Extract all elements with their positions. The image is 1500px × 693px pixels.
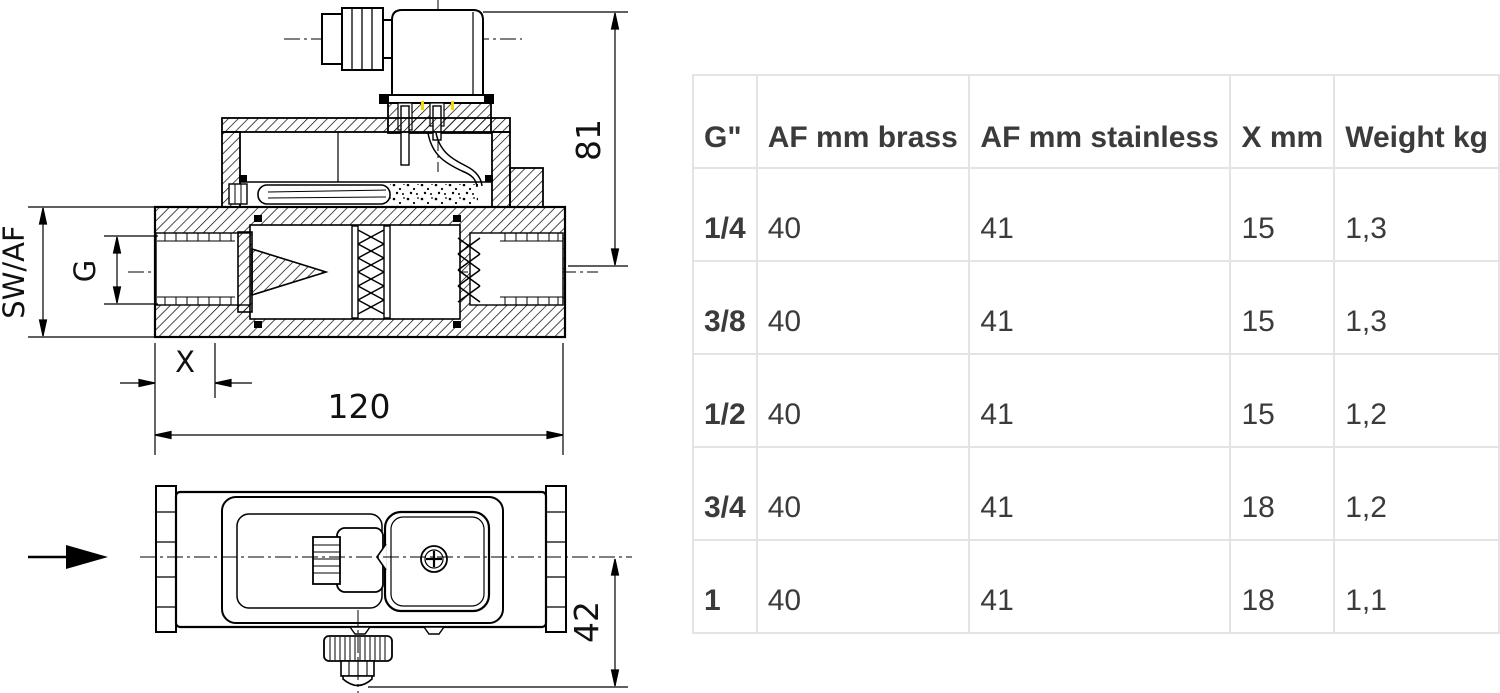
armature [257,184,391,205]
plug-top-view [312,527,384,593]
cell-g: 3/8 [692,260,758,355]
table-row: 3/4 40 41 18 1,2 [692,446,1500,541]
header-af-brass: AF mm brass [755,74,971,169]
coil-wire [435,132,483,187]
cell-af-stainless: 41 [968,353,1232,448]
cell-x-mm: 15 [1229,353,1336,448]
flow-direction-arrow-icon [28,545,108,569]
cell-g: 1/2 [692,353,758,448]
cell-af-brass: 40 [755,167,971,262]
table-row: 1/4 40 41 15 1,3 [692,167,1500,262]
cell-weight: 1,2 [1333,353,1500,448]
bottom-view: 42 [28,485,632,693]
knurled-knob [323,635,393,687]
cable-gland [321,7,393,71]
table-header-row: G" AF mm brass AF mm stainless X mm Weig… [692,74,1500,169]
header-af-stainless: AF mm stainless [968,74,1232,169]
coil-wire [427,132,478,188]
cell-af-stainless: 41 [968,167,1232,262]
pin-highlight [421,101,424,110]
screw-icon [420,545,448,573]
solenoid-housing [221,117,544,208]
cell-af-stainless: 41 [968,539,1232,634]
dimension-81: 81 [483,11,628,267]
dimension-x: X [120,343,252,398]
cell-af-brass: 40 [755,539,971,634]
dimension-sw-af: SW/AF [0,206,156,338]
header-x-mm: X mm [1229,74,1336,169]
valve-technical-drawing: 81 SW/AF G [0,0,632,693]
mounting-tab [348,626,372,635]
potting-area [390,184,478,206]
table-row: 3/8 40 41 15 1,3 [692,260,1500,355]
table-row: 1 40 41 18 1,1 [692,539,1500,634]
dim-label-g: G [68,260,102,282]
connector-plug [379,9,494,104]
dim-label-sw-af: SW/AF [0,225,31,318]
cell-weight: 1,3 [1333,260,1500,355]
table-row: 1/2 40 41 15 1,2 [692,353,1500,448]
cell-x-mm: 15 [1229,167,1336,262]
spec-table: G" AF mm brass AF mm stainless X mm Weig… [692,74,1500,634]
cell-g: 1/4 [692,167,758,262]
cell-x-mm: 18 [1229,446,1336,541]
cell-weight: 1,1 [1333,539,1500,634]
pin-highlight [451,101,454,110]
dim-label-42: 42 [567,601,606,643]
connector-top-view [376,510,491,613]
cell-x-mm: 15 [1229,260,1336,355]
cell-weight: 1,2 [1333,446,1500,541]
cell-af-brass: 40 [755,260,971,355]
mounting-tab [422,626,446,635]
cell-weight: 1,3 [1333,167,1500,262]
cone-seat [237,231,329,313]
dimension-120: 120 [154,343,564,455]
springs [351,225,481,319]
terminal-block [387,101,492,166]
cell-g: 3/4 [692,446,758,541]
side-section-view: 81 SW/AF G [0,0,628,455]
dimension-42: 42 [368,558,628,688]
dim-label-120: 120 [328,387,391,426]
dim-label-x: X [175,345,195,379]
cell-x-mm: 18 [1229,539,1336,634]
cell-g: 1 [692,539,758,634]
cell-af-stainless: 41 [968,260,1232,355]
bottom-centerlines [140,556,632,693]
header-weight: Weight kg [1333,74,1500,169]
cell-af-brass: 40 [755,353,971,448]
valve-body-section [153,205,567,339]
header-g: G" [692,74,758,169]
cell-af-stainless: 41 [968,446,1232,541]
dimension-g: G [68,235,158,305]
cell-af-brass: 40 [755,446,971,541]
dim-label-81: 81 [569,119,608,161]
